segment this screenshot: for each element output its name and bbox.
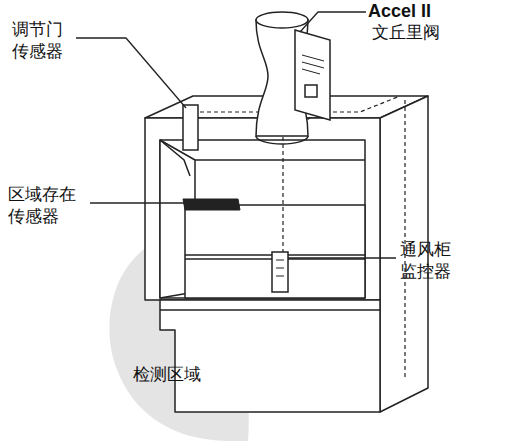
airfoil-sill — [160, 309, 380, 311]
hood-front — [145, 118, 380, 300]
part-label: Accel II — [368, 0, 431, 22]
part-label: 通风柜 监控器 — [400, 238, 458, 282]
valve-bottom — [256, 136, 308, 144]
base-cabinet — [160, 300, 380, 412]
leader-line — [76, 38, 186, 108]
actuator-plate — [305, 85, 317, 97]
sash-frame — [185, 205, 365, 298]
sash-sensor-bracket — [160, 140, 190, 176]
valve-actuator — [295, 30, 330, 120]
part-label: 检测区域 — [133, 363, 201, 385]
actuator-marking — [302, 55, 324, 74]
leader-line — [90, 202, 185, 203]
sash-sensor-symbol — [183, 105, 198, 150]
monitor-buttons — [276, 260, 284, 276]
leader-line — [300, 12, 366, 32]
hood-opening — [160, 140, 365, 298]
monitor-symbol — [272, 252, 288, 292]
presence-sensor-symbol — [183, 199, 240, 210]
part-label: 区域存在 传感器 — [8, 183, 84, 227]
leader-line — [288, 257, 396, 258]
part-label: 调节门 传感器 — [12, 18, 70, 62]
valve-top — [256, 12, 308, 28]
inner-back-edge — [195, 159, 365, 161]
dashed-wire — [283, 118, 310, 253]
part-label: 文丘里阀 — [372, 21, 440, 43]
